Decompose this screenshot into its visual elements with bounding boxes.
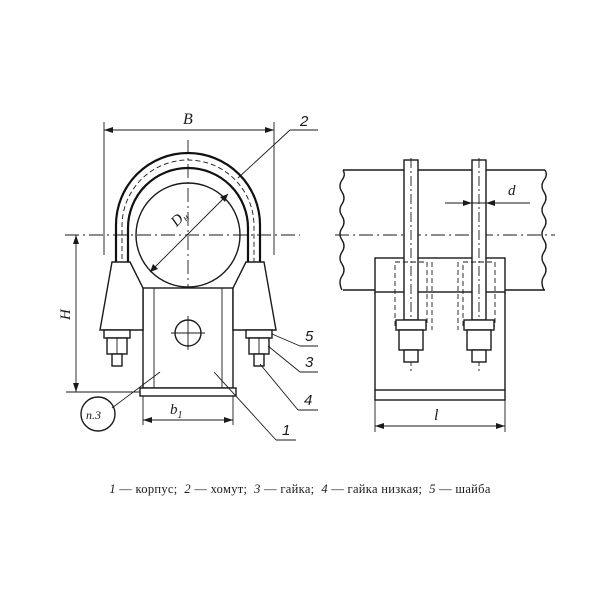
note-leader: [111, 371, 161, 409]
clamp-outer: [114, 151, 262, 275]
leader-3: [267, 345, 301, 373]
side-nut-left-low: [403, 349, 419, 363]
side-base-plate: [374, 389, 506, 401]
dim-l-arrow-left: [375, 423, 384, 429]
dim-h-arrow-top: [73, 235, 79, 244]
dim-b1-arrow-left: [143, 417, 152, 423]
diameter-subscript: н: [181, 212, 192, 223]
left-bolt-end: [111, 353, 123, 367]
legend-item-4: 4 — гайка низкая;: [321, 482, 423, 496]
dim-b-arrow-right: [265, 127, 274, 133]
dim-d-arrow-left: [463, 200, 472, 206]
legend-item-1: 1 — корпус;: [109, 482, 178, 496]
callout-3: 3: [305, 354, 314, 371]
legend-num-3: 3: [254, 482, 261, 496]
right-washer: [245, 329, 273, 339]
legend-item-5: 5 — шайба: [429, 482, 491, 496]
dim-d-label: d: [508, 183, 516, 199]
pipe-break-right: [541, 169, 547, 291]
legend-text-5: шайба: [455, 482, 491, 496]
side-bolt-left: [394, 158, 428, 372]
legend-item-3: 3 — гайка;: [254, 482, 315, 496]
legend-text-1: корпус;: [135, 482, 178, 496]
side-washer-left: [395, 319, 427, 331]
legend-text-4: гайка низкая;: [347, 482, 423, 496]
legend-num-4: 4: [321, 482, 328, 496]
dim-h-arrow-bottom: [73, 383, 79, 392]
dim-h-label: H: [58, 308, 74, 321]
dim-l-label: l: [434, 407, 439, 424]
front-view: B H Dн b1 2 5 3 4 1: [58, 111, 318, 441]
note-label: п.3: [86, 408, 101, 422]
side-washer-right: [463, 319, 495, 331]
dim-b-label: B: [183, 111, 193, 128]
pipe-circle: [135, 182, 241, 288]
dim-b1-label: b1: [170, 402, 183, 421]
side-nut-right: [466, 329, 492, 351]
right-lug: [232, 261, 277, 331]
clamp-axis: [121, 159, 255, 275]
diameter-arrow-bottom: [150, 264, 158, 272]
callout-2: 2: [299, 113, 309, 130]
side-nut-left: [398, 329, 424, 351]
callout-4: 4: [304, 392, 312, 409]
diameter-arrow-top: [220, 194, 228, 202]
callout-5: 5: [305, 328, 314, 345]
diameter-line: [149, 193, 229, 273]
legend-num-1: 1: [109, 482, 116, 496]
dim-b-arrow-left: [104, 127, 113, 133]
left-washer: [103, 329, 131, 339]
note-circle: [80, 396, 116, 432]
base-plate: [139, 387, 237, 397]
dim-d-arrow-right: [486, 200, 495, 206]
legend-num-5: 5: [429, 482, 436, 496]
legend-num-2: 2: [184, 482, 191, 496]
side-nut-right-low: [471, 349, 487, 363]
callout-1: 1: [282, 422, 290, 439]
dim-b1-subscript: 1: [178, 410, 183, 421]
diameter-label: Dн: [167, 208, 192, 233]
legend-item-2: 2 — хомут;: [184, 482, 248, 496]
clamp-inner: [126, 166, 250, 275]
dim-l-arrow-right: [496, 423, 505, 429]
side-bolt-right: [462, 158, 496, 372]
legend-text-2: хомут;: [210, 482, 248, 496]
right-bolt-end: [253, 353, 265, 367]
dim-b1-symbol: b: [170, 402, 178, 418]
leader-1: [213, 371, 277, 441]
leader-5: [271, 333, 301, 347]
parts-legend: 1 — корпус; 2 — хомут; 3 — гайка; 4 — га…: [0, 482, 600, 497]
pipe-break-left: [339, 169, 345, 291]
dim-b1-arrow-right: [224, 417, 233, 423]
legend-text-3: гайка;: [280, 482, 315, 496]
side-view: d l: [335, 158, 555, 432]
left-lug: [99, 261, 144, 331]
leader-4: [259, 363, 299, 411]
leader-2: [237, 129, 291, 179]
